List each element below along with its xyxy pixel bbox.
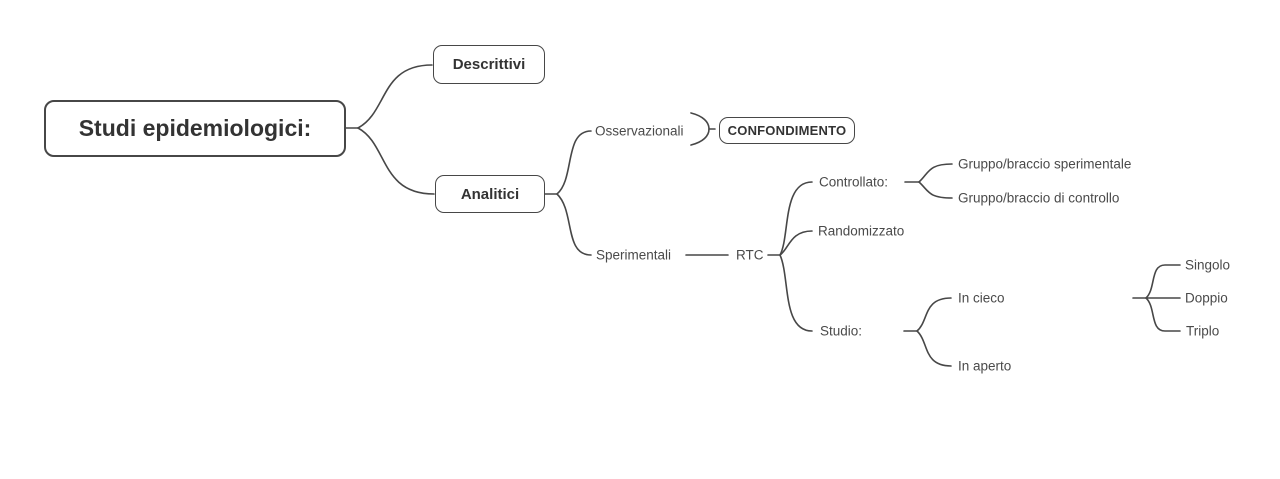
node-randomizzato[interactable]: Randomizzato (818, 223, 905, 239)
node-descrittivi-label: Descrittivi (452, 56, 526, 73)
connector-root-analitici (357, 127, 435, 195)
node-sperimentali[interactable]: Sperimentali (596, 247, 672, 263)
node-controllato[interactable]: Controllato: (819, 174, 889, 190)
node-confondimento[interactable]: CONFONDIMENTO (719, 117, 855, 144)
connector-cieco-singolo (1145, 264, 1181, 299)
connector-root-descrittivi (357, 64, 433, 129)
connector-rtc-randomizzato (779, 230, 813, 256)
node-root[interactable]: Studi epidemiologici: (44, 100, 346, 157)
connector-studio-in-cieco (916, 297, 952, 332)
node-confondimento-label: CONFONDIMENTO (727, 123, 847, 138)
node-singolo[interactable]: Singolo (1185, 257, 1231, 273)
connector-cieco-triplo (1145, 297, 1181, 332)
node-studio[interactable]: Studio: (820, 323, 863, 339)
node-triplo[interactable]: Triplo (1186, 323, 1220, 339)
connector-rtc-controllato (779, 181, 813, 256)
node-analitici[interactable]: Analitici (435, 175, 545, 213)
node-osservazionali[interactable]: Osservazionali (595, 123, 684, 139)
connector-controllato-gruppo-controllo (918, 181, 953, 199)
summary-arc-confondimento (690, 112, 710, 146)
node-doppio[interactable]: Doppio (1185, 290, 1228, 306)
connector-studio-in-aperto (916, 330, 952, 367)
node-root-label: Studi epidemiologici: (78, 115, 312, 141)
connector-controllato-gruppo-sperimentale (918, 163, 953, 183)
node-gruppo-braccio-sperimentale[interactable]: Gruppo/braccio sperimentale (958, 156, 1132, 172)
connector-analitici-sperimentali (556, 193, 592, 256)
node-analitici-label: Analitici (460, 185, 520, 203)
connector-rtc-studio (779, 254, 813, 332)
node-rtc[interactable]: RTC (736, 247, 764, 263)
node-gruppo-braccio-di-controllo[interactable]: Gruppo/braccio di controllo (958, 190, 1120, 206)
node-in-aperto[interactable]: In aperto (958, 358, 1012, 374)
node-descrittivi[interactable]: Descrittivi (433, 45, 545, 84)
node-in-cieco[interactable]: In cieco (958, 290, 1005, 306)
connector-analitici-osservazionali (556, 130, 592, 195)
